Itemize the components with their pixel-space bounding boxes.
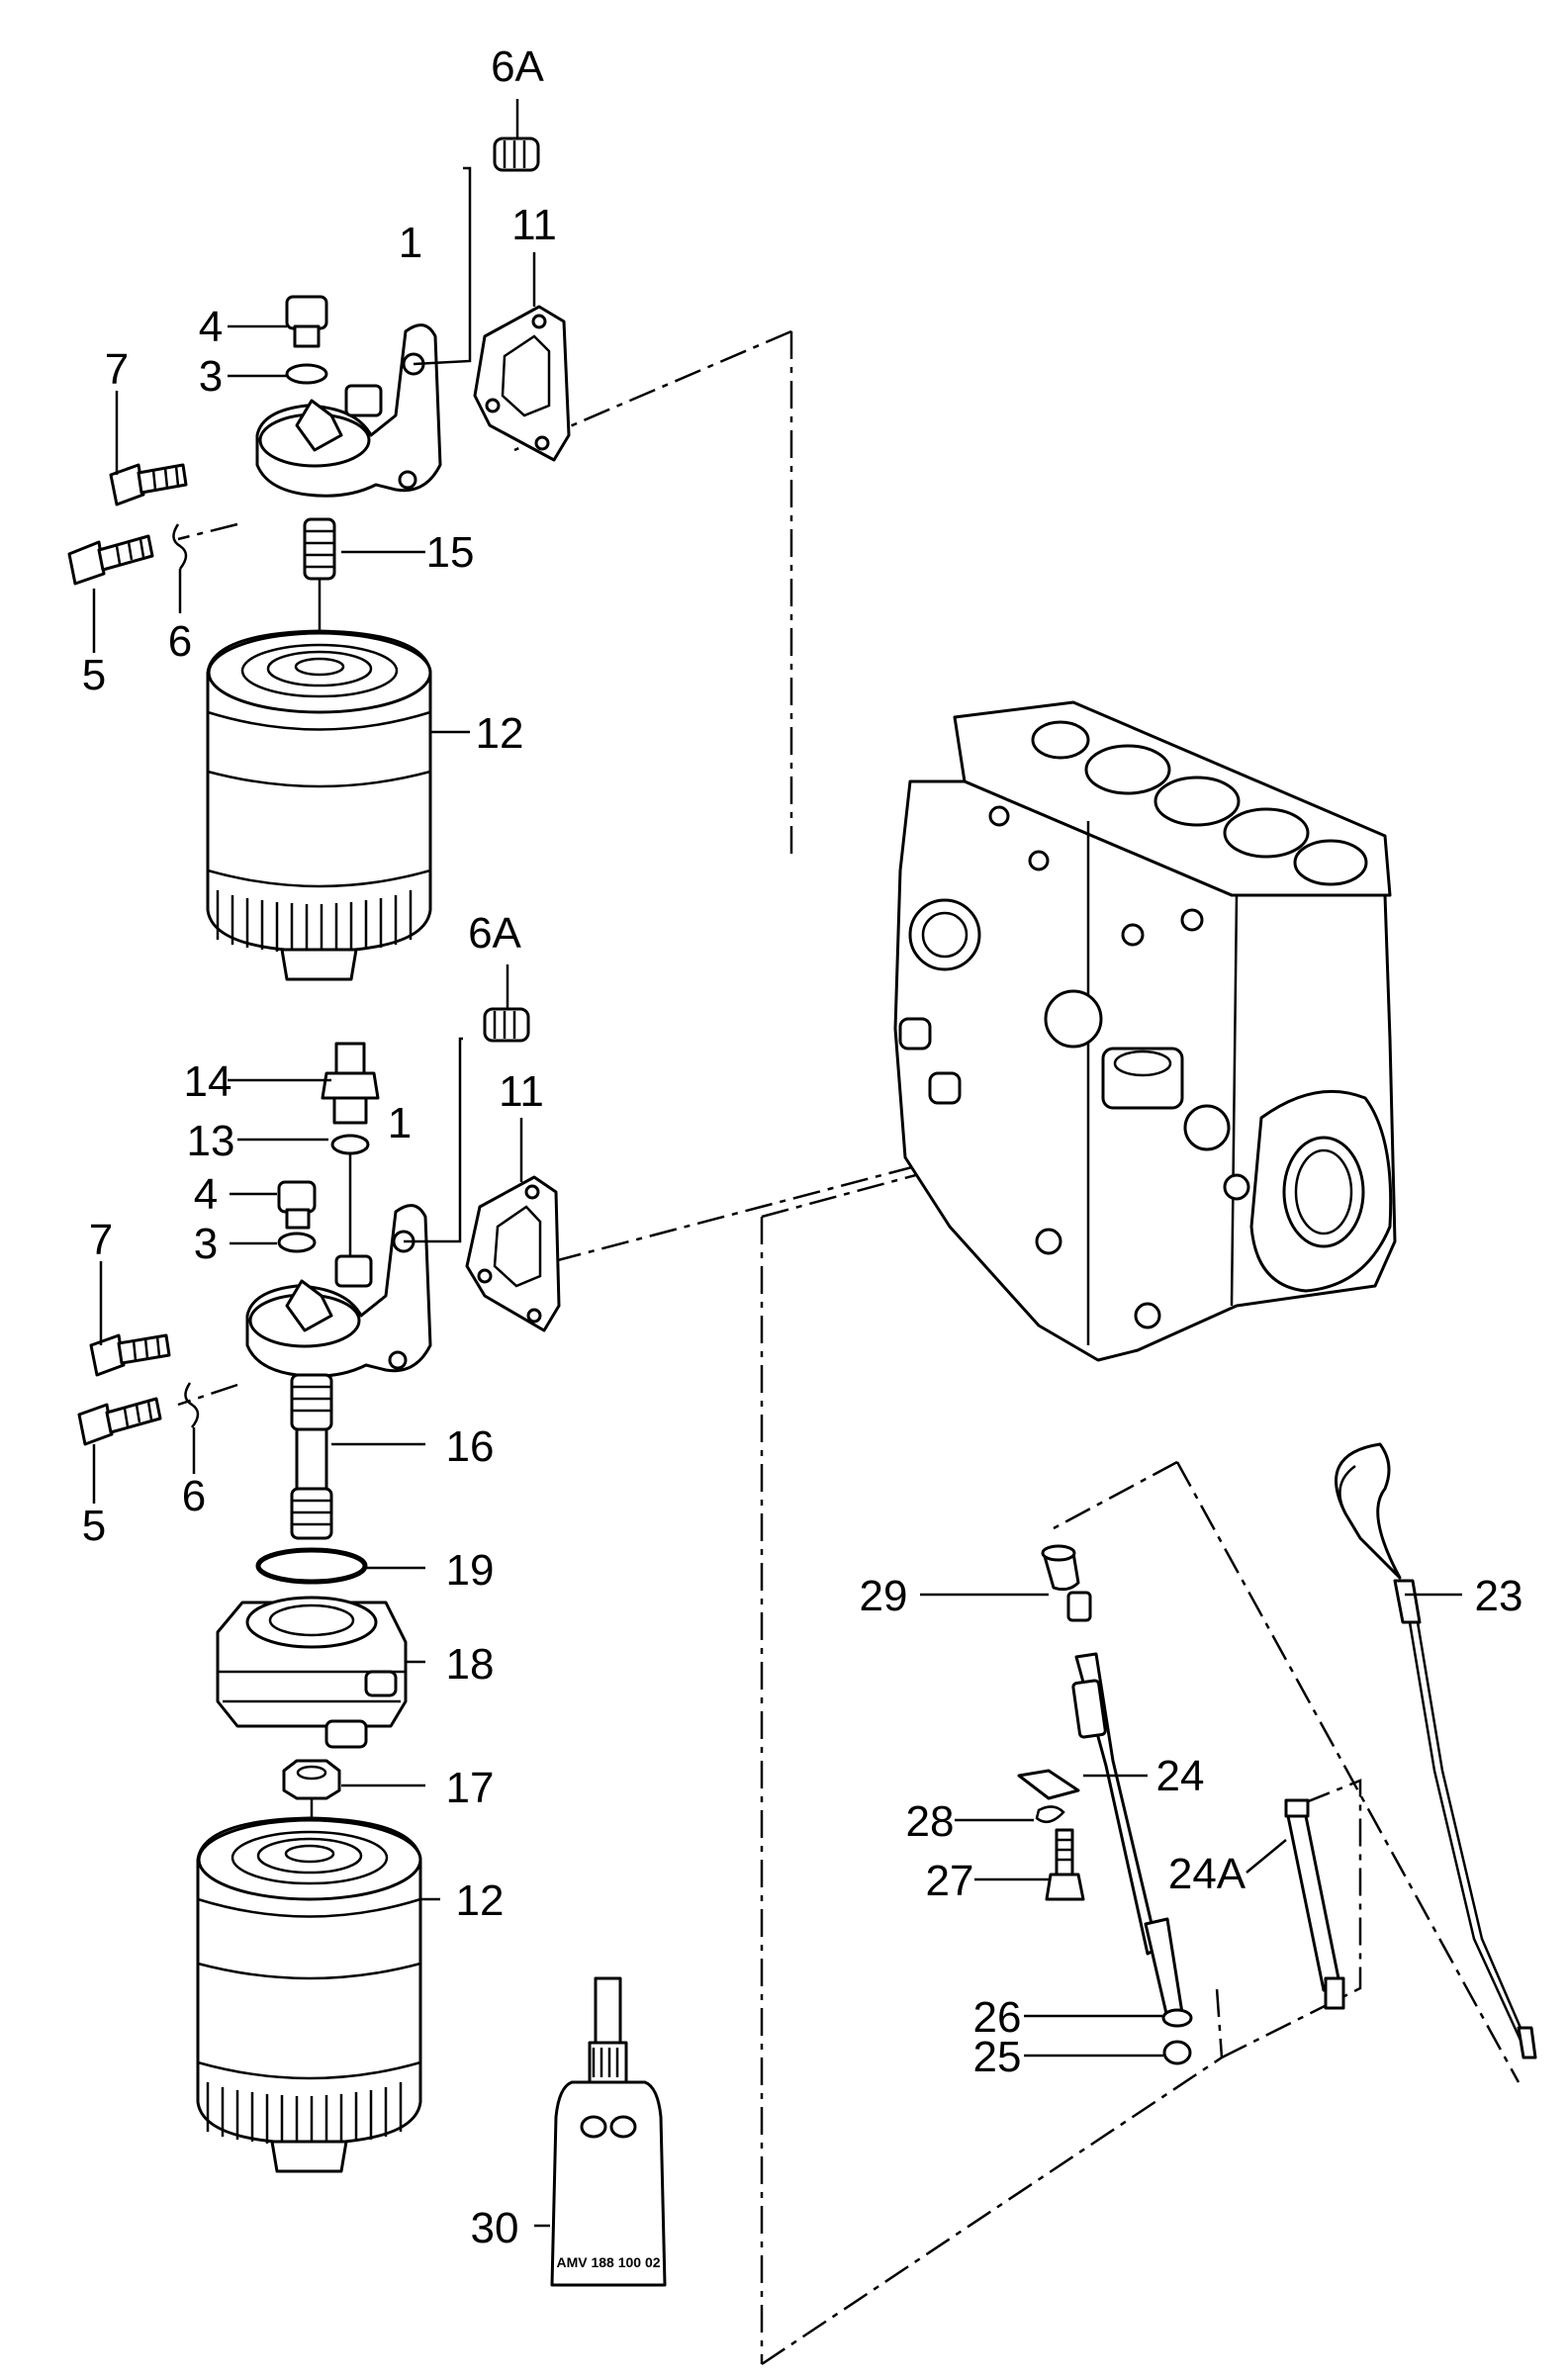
oil-filter-top: [206, 629, 432, 981]
assembly-line-bottom: [761, 1987, 1224, 2366]
callout-26: 26: [973, 1993, 1022, 2042]
oil-filter-bottom: [196, 1816, 422, 2173]
callout-19: 19: [446, 1546, 495, 1595]
callout-16: 16: [446, 1422, 495, 1471]
callout-17: 17: [446, 1764, 495, 1812]
callout-30: 30: [471, 2204, 519, 2252]
callout-12-bot: 12: [456, 1876, 505, 1925]
callout-18: 18: [446, 1640, 495, 1689]
callout-6-mid: 6: [182, 1472, 206, 1520]
callout-14: 14: [184, 1057, 232, 1106]
callout-6a-mid: 6A: [468, 909, 521, 958]
callout-7-mid: 7: [89, 1216, 113, 1264]
callout-24: 24: [1156, 1752, 1205, 1800]
callout-28: 28: [906, 1797, 955, 1846]
callout-4-mid: 4: [194, 1170, 218, 1219]
callout-6-top: 6: [168, 617, 192, 666]
callout-3-top: 3: [199, 352, 223, 401]
oil-filter-bracket-top: [67, 137, 571, 663]
tube-label: AMV 188 100 02: [556, 2254, 660, 2270]
callout-23: 23: [1475, 1572, 1523, 1620]
callout-7-top: 7: [105, 345, 129, 394]
callout-15: 15: [426, 528, 475, 577]
callout-12-top: 12: [476, 709, 524, 758]
assembly-line-right: [1053, 1460, 1521, 2083]
callout-13: 13: [187, 1117, 235, 1165]
oil-filter-bracket-mid: [77, 1007, 561, 1585]
callout-29: 29: [860, 1572, 908, 1620]
callout-5-mid: 5: [82, 1502, 106, 1550]
callout-1-top: 1: [399, 219, 422, 267]
dipstick: [1335, 1442, 1537, 2059]
callout-25: 25: [973, 2033, 1022, 2081]
leader-lines: [92, 99, 1462, 2228]
callout-labels: 6A 1 11 4 3 7 15 5 6 12 6A 14 13 1 11 4 …: [82, 43, 1523, 2252]
callout-1-mid: 1: [388, 1099, 412, 1147]
callout-11-mid: 11: [499, 1067, 544, 1116]
callout-4-top: 4: [199, 303, 223, 351]
callout-27: 27: [926, 1857, 974, 1905]
callout-6a-top: 6A: [491, 43, 544, 91]
callout-5-top: 5: [82, 651, 106, 699]
callout-3-mid: 3: [194, 1220, 218, 1268]
oil-cooler: [216, 1596, 408, 1840]
dipstick-tube-group: [1017, 1544, 1345, 2065]
callout-24a: 24A: [1168, 1850, 1246, 1898]
sealant-tube: AMV 188 100 02: [550, 1976, 667, 2287]
engine-block: [893, 700, 1397, 1362]
callout-11-top: 11: [511, 201, 557, 249]
